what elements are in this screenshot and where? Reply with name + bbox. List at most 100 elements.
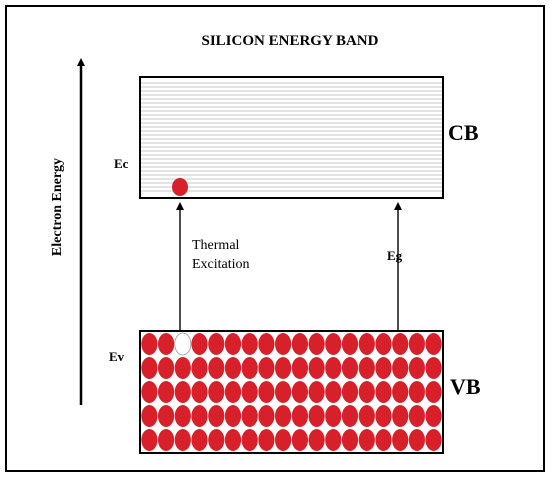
valence-electron <box>408 381 425 403</box>
valence-electron <box>141 333 158 355</box>
valence-electron <box>392 333 409 355</box>
valence-electron <box>425 405 442 427</box>
valence-electron <box>408 357 425 379</box>
valence-electron <box>392 357 409 379</box>
valence-electron <box>224 405 242 427</box>
valence-electron <box>425 333 442 355</box>
valence-electron <box>241 429 258 451</box>
valence-electron <box>408 333 425 355</box>
valence-electron <box>224 381 242 403</box>
hole <box>174 332 192 356</box>
valence-electron <box>408 429 425 451</box>
valence-electron <box>308 357 325 379</box>
valence-electron <box>141 381 158 403</box>
valence-electron <box>392 405 409 427</box>
valence-electron <box>425 429 442 451</box>
valence-electron <box>358 381 375 403</box>
valence-band <box>139 330 444 454</box>
valence-electron <box>375 405 392 427</box>
energy-axis-label: Electron Energy <box>50 158 65 256</box>
valence-electron <box>191 405 208 427</box>
valence-electron <box>208 333 225 355</box>
valence-electron <box>341 333 359 355</box>
valence-electron <box>191 381 208 403</box>
valence-electron <box>158 381 175 403</box>
valence-electron <box>275 429 292 451</box>
band-gap-label: Eg <box>387 248 403 263</box>
valence-band-label: VB <box>450 374 481 399</box>
valence-electron <box>308 429 325 451</box>
valence-electron <box>291 333 308 355</box>
valence-electron <box>291 357 308 379</box>
valence-electron <box>375 333 392 355</box>
thermal-label-line1: Thermal <box>192 238 240 253</box>
valence-electron <box>158 405 175 427</box>
valence-electron <box>358 429 375 451</box>
valence-electron <box>308 381 325 403</box>
valence-electron <box>425 381 442 403</box>
valence-electron <box>191 357 208 379</box>
valence-electron <box>275 381 292 403</box>
valence-electron <box>241 381 258 403</box>
valence-electron <box>358 333 375 355</box>
valence-electron <box>358 357 375 379</box>
valence-electron <box>258 429 275 451</box>
valence-band-electrons <box>141 332 442 451</box>
valence-electron <box>275 357 292 379</box>
conduction-level-label: Ec <box>114 156 129 171</box>
valence-electron <box>392 429 409 451</box>
valence-electron <box>174 381 191 403</box>
valence-electron <box>325 381 342 403</box>
valence-electron <box>174 429 191 451</box>
valence-electron <box>375 381 392 403</box>
valence-electron <box>341 429 359 451</box>
valence-electron <box>141 429 158 451</box>
valence-electron <box>174 405 191 427</box>
valence-level-label: Ev <box>109 349 125 364</box>
valence-electron <box>375 429 392 451</box>
valence-electron <box>141 405 158 427</box>
conduction-band <box>139 76 444 199</box>
valence-electron <box>341 405 359 427</box>
valence-electron <box>158 357 175 379</box>
valence-electron <box>224 429 242 451</box>
valence-electron <box>208 429 225 451</box>
valence-electron <box>325 357 342 379</box>
valence-electron <box>258 381 275 403</box>
valence-electron <box>375 357 392 379</box>
valence-electron <box>341 357 359 379</box>
valence-electron <box>291 381 308 403</box>
excited-electron <box>172 178 188 196</box>
valence-electron <box>325 333 342 355</box>
valence-electron <box>191 429 208 451</box>
valence-electron <box>224 357 242 379</box>
valence-electron <box>241 405 258 427</box>
valence-electron <box>141 357 158 379</box>
valence-electron <box>158 333 175 355</box>
valence-electron <box>241 333 258 355</box>
valence-electron <box>258 405 275 427</box>
valence-electron <box>291 429 308 451</box>
valence-electron <box>408 405 425 427</box>
valence-electron <box>158 429 175 451</box>
valence-electron <box>258 357 275 379</box>
valence-electron <box>174 357 191 379</box>
valence-electron <box>308 333 325 355</box>
thermal-label-line2: Excitation <box>192 257 250 272</box>
valence-electron <box>358 405 375 427</box>
valence-electron <box>208 357 225 379</box>
valence-electron <box>258 333 275 355</box>
valence-electron <box>208 381 225 403</box>
valence-electron <box>224 333 242 355</box>
valence-electron <box>275 405 292 427</box>
valence-electron <box>392 381 409 403</box>
valence-electron <box>191 333 208 355</box>
valence-electron <box>341 381 359 403</box>
valence-electron <box>308 405 325 427</box>
diagram-title: SILICON ENERGY BAND <box>202 33 379 49</box>
conduction-band-levels <box>141 82 442 192</box>
valence-electron <box>325 405 342 427</box>
valence-electron <box>208 405 225 427</box>
conduction-band-label: CB <box>448 120 479 145</box>
